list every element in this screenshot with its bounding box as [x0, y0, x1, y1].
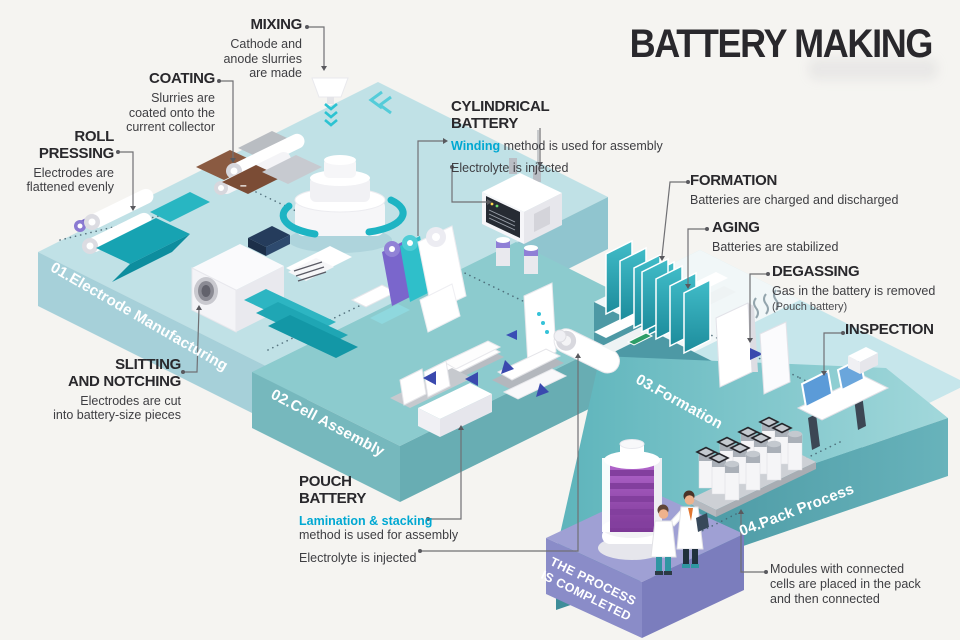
callout-pack-note-desc: Modules with connected cells are placed … [770, 562, 921, 606]
callout-mixing: MIXING Cathode and anode slurries are ma… [223, 16, 302, 81]
rotate-arrow-right-icon [365, 196, 407, 236]
pouch-injection-and-cylindrical-cell [506, 282, 620, 374]
battery-pack-cylinder [598, 439, 666, 560]
callout-mixing-desc: Cathode and anode slurries are made [223, 36, 302, 81]
callout-roll-pressing-desc: Electrodes are flattened evenly [26, 165, 114, 195]
callout-pouch-note: Electrolyte is injected [299, 551, 417, 566]
hopper [311, 77, 349, 98]
gas-icon [753, 289, 779, 319]
page-title: BATTERY MAKING [629, 22, 934, 66]
tray-item [626, 332, 654, 346]
stack-arrows-icon [423, 360, 549, 397]
busbar-frame [695, 416, 793, 464]
callout-cylindrical-method: Winding method is used for assembly [451, 138, 663, 153]
watermark-smudge [808, 58, 938, 80]
chevrons-down-icon [324, 103, 338, 127]
degassing-station [715, 289, 791, 395]
callout-connectors [118, 26, 843, 573]
callout-degassing-desc: Gas in the battery is removed [772, 283, 936, 298]
callout-inspection: INSPECTION [845, 321, 934, 339]
roll-pressing-machine [74, 188, 210, 282]
control-screen [486, 196, 520, 238]
callout-formation-title: FORMATION [690, 172, 778, 189]
callout-mixing-title: MIXING [250, 16, 302, 33]
callout-coating-title: COATING [149, 70, 215, 87]
connector-markers [116, 25, 845, 574]
callout-coating-desc: Slurries are coated onto the current col… [126, 90, 215, 135]
callout-pack-note: Modules with connected cells are placed … [770, 562, 921, 606]
callout-degassing-sub: (Pouch battery) [772, 300, 848, 313]
callout-slitting-title: SLITTING AND NOTCHING [67, 356, 181, 390]
winding-machine [382, 225, 467, 333]
svg-text:–: – [240, 178, 247, 192]
inspection-station [796, 347, 890, 450]
coating-machine: + – [196, 131, 322, 195]
callout-formation-desc: Batteries are charged and discharged [690, 192, 899, 207]
callout-cylindrical-battery: CYLINDRICAL BATTERY Winding method is us… [451, 98, 663, 176]
slitting-machine [191, 226, 410, 358]
electrolyte-injection-machine [482, 130, 562, 274]
callout-inspection-title: INSPECTION [845, 321, 934, 338]
callout-aging-desc: Batteries are stabilized [712, 239, 839, 254]
callout-pouch-title: POUCH BATTERY [299, 473, 367, 507]
scientists [650, 490, 709, 575]
callout-cylindrical-note: Electrolyte is injected [451, 161, 569, 176]
formation-racks [594, 239, 736, 355]
callout-coating: COATING Slurries are coated onto the cur… [126, 70, 215, 135]
callout-degassing: DEGASSING Gas in the battery is removed … [772, 263, 936, 314]
callout-aging: AGING Batteries are stabilized [712, 219, 839, 255]
callout-degassing-title: DEGASSING [772, 263, 860, 280]
callout-roll-pressing-title: ROLL PRESSING [38, 128, 114, 162]
callout-aging-title: AGING [712, 219, 760, 236]
stacking-station [390, 340, 568, 437]
arrow-icon [750, 348, 763, 360]
callout-slitting-desc: Electrodes are cut into battery-size pie… [53, 393, 181, 423]
callout-slitting: SLITTING AND NOTCHING Electrodes are cut… [53, 356, 181, 423]
arrow-icon [506, 330, 517, 340]
monitor [800, 369, 834, 409]
callout-cylindrical-title: CYLINDRICAL BATTERY [451, 98, 550, 132]
cell-module [692, 416, 816, 517]
mixing-machine [279, 77, 407, 253]
rotate-arrow-left-icon [279, 202, 319, 238]
chevrons-side-icon [368, 90, 392, 115]
callout-formation: FORMATION Batteries are charged and disc… [690, 172, 899, 208]
callout-roll-pressing: ROLL PRESSING Electrodes are flattened e… [26, 128, 114, 195]
